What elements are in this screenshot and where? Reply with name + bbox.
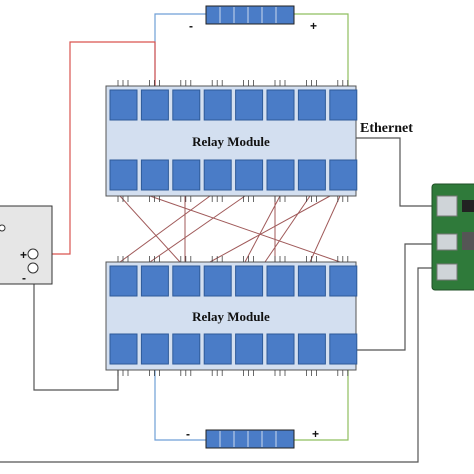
cross-wire: [119, 195, 211, 263]
relay-channel: [266, 265, 295, 297]
relay-module-title: Relay Module: [192, 134, 270, 149]
bottom-panel-positive-wire: [294, 370, 349, 441]
relay-channel: [203, 265, 232, 297]
relay-channel: [297, 159, 326, 191]
relay-channel: [172, 89, 201, 121]
bottom-panel-negative-wire: [154, 370, 206, 441]
cross-wire: [209, 195, 331, 263]
cross-wire: [244, 195, 281, 263]
top-panel-positive-wire: [294, 13, 349, 86]
top-panel-negative-wire: [154, 13, 206, 86]
relay-channel: [297, 265, 326, 297]
relay-channel: [140, 265, 169, 297]
top-solar-panel: - +: [189, 5, 317, 33]
relay-channel: [297, 89, 326, 121]
relay-channel: [109, 89, 138, 121]
relay-channel: [203, 89, 232, 121]
power-supply-indicator: [0, 224, 6, 232]
controller-board: [431, 183, 474, 291]
relay-channel: [140, 159, 169, 191]
power-negative-wire: [33, 268, 119, 391]
cross-wire: [309, 195, 341, 263]
wiring: [0, 13, 436, 463]
board-usb-port: [436, 195, 458, 217]
relay-channel: [140, 89, 169, 121]
relay-channel: [235, 159, 264, 191]
relay-channel: [140, 333, 169, 365]
relay-channel: [203, 333, 232, 365]
relay-channel: [172, 159, 201, 191]
relay-channel: [297, 333, 326, 365]
relay-channel: [235, 265, 264, 297]
power-supply-plus-label: +: [20, 248, 27, 262]
bottom-solar-panel: - +: [186, 427, 319, 449]
board-chip: [462, 232, 474, 250]
relay-module: Relay Module: [105, 80, 358, 202]
top-panel-minus-label: -: [189, 19, 193, 33]
cross-wire: [149, 195, 246, 263]
relay-channel: [329, 333, 358, 365]
board-chip: [462, 200, 474, 212]
relay-channel: [235, 333, 264, 365]
relay-module: Relay Module: [105, 256, 358, 376]
relay-channel: [109, 265, 138, 297]
ethernet-cable-top: [356, 137, 436, 207]
relay-module-title: Relay Module: [192, 309, 270, 324]
bottom-panel-minus-label: -: [186, 427, 190, 441]
power-supply-positive-terminal: [27, 248, 39, 260]
power-positive-wire: [38, 41, 156, 255]
board-ethernet-port: [436, 233, 458, 251]
relay-channel: [203, 159, 232, 191]
ethernet-label: Ethernet: [360, 121, 413, 136]
relay-channel: [329, 89, 358, 121]
relay-channel: [266, 89, 295, 121]
top-panel-cells: [219, 7, 277, 23]
controller-ground-wire: [0, 267, 436, 463]
relay-channel: [329, 159, 358, 191]
bottom-panel-cells: [219, 431, 277, 447]
relay-channel: [266, 333, 295, 365]
ethernet-cable-bottom: [356, 243, 436, 351]
relay-channel: [172, 333, 201, 365]
relay-channel: [109, 159, 138, 191]
board-usb-port: [436, 263, 458, 281]
inter-module-wires: [119, 195, 341, 263]
cross-wire: [264, 195, 311, 263]
bottom-panel-plus-label: +: [312, 427, 319, 441]
relay-channel: [266, 159, 295, 191]
relay-channel: [235, 89, 264, 121]
relay-channel: [109, 333, 138, 365]
relay-channel: [329, 265, 358, 297]
top-panel-plus-label: +: [310, 19, 317, 33]
power-supply: + -: [0, 205, 53, 285]
cross-wire: [119, 195, 181, 263]
power-supply-negative-terminal: [27, 262, 39, 274]
relay-channel: [172, 265, 201, 297]
cross-wire: [149, 195, 341, 263]
power-supply-minus-label: -: [22, 271, 26, 285]
